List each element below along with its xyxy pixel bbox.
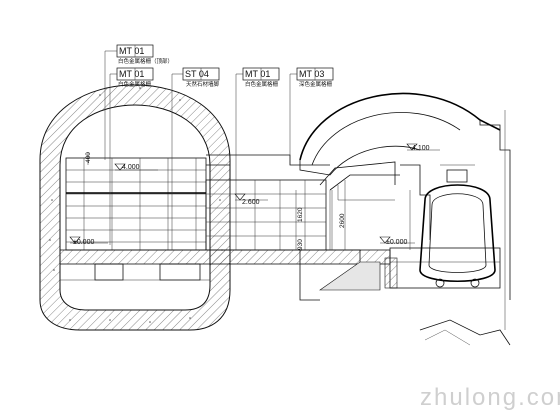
callout-1-note: 白色金属格栅（顶部） — [118, 57, 173, 65]
right-ceiling-grille — [319, 161, 396, 201]
callout-4: MT 01 白色金属格栅 — [235, 67, 280, 250]
callout-5: MT 03 深色金属格栅 — [289, 67, 334, 165]
callout-4-code: MT 01 — [245, 69, 270, 79]
callout-3-code: ST 04 — [185, 69, 209, 79]
vertical-dimensions: 400 1620 2600 930 — [85, 152, 346, 250]
callout-3-note: 天然石材墙脚 — [186, 80, 220, 88]
elevation-left-floor-label: ±0.000 — [73, 239, 94, 246]
elevation-upper: 4.000 — [114, 163, 158, 171]
callout-5-code: MT 03 — [299, 69, 324, 79]
watermark: zhulong.com — [420, 384, 560, 411]
elevation-right-upper: 4.100 — [406, 143, 440, 152]
vdim-400: 400 — [85, 152, 92, 163]
left-grille-wall — [65, 157, 207, 251]
elevation-upper-label: 4.000 — [122, 164, 140, 171]
right-station-vault — [299, 92, 511, 346]
vdim-1620: 1620 — [297, 207, 304, 222]
elevation-right-floor: ±0.000 — [379, 236, 415, 246]
callout-1-code: MT 01 — [119, 46, 144, 56]
callout-1: MT 01 白色金属格栅（顶部） — [104, 44, 173, 160]
callout-4-note: 白色金属格栅 — [245, 80, 279, 88]
callout-2-code: MT 01 — [119, 69, 144, 79]
callout-3: ST 04 天然石材墙脚 — [171, 67, 220, 250]
left-tunnel-lining — [39, 84, 231, 331]
elevation-right-upper-label: 4.100 — [412, 145, 430, 152]
callout-2-note: 白色金属格栅 — [118, 80, 152, 88]
vdim-930: 930 — [297, 239, 304, 250]
elevation-right-floor-label: ±0.000 — [386, 239, 407, 246]
train-car — [419, 164, 496, 288]
vdim-2600: 2600 — [339, 213, 346, 228]
elevation-mid-label: 2.600 — [242, 199, 260, 206]
elevation-mid: 2.600 — [234, 193, 268, 206]
elevation-left-floor: ±0.000 — [69, 236, 108, 246]
callout-5-note: 深色金属格栅 — [299, 80, 333, 88]
callout-2: MT 01 白色金属格栅 — [109, 67, 154, 245]
floor-slab — [59, 249, 391, 281]
